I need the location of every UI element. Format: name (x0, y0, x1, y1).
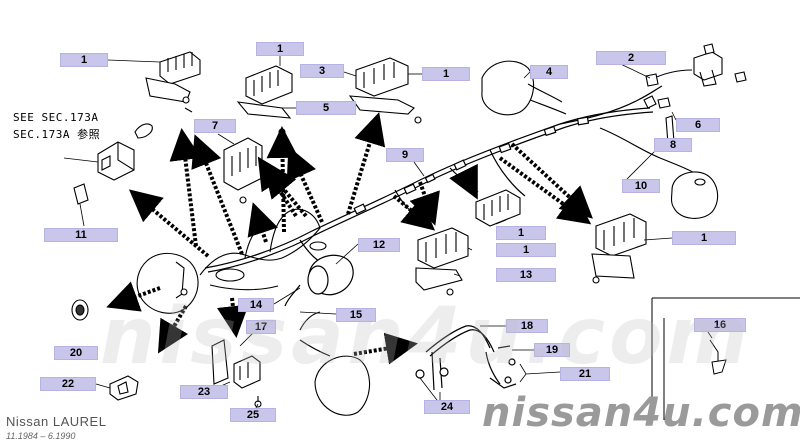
clip-1a-shape (145, 51, 201, 113)
grommet-20-shape (71, 299, 89, 321)
callout-3: 3 (300, 64, 344, 78)
bracket-17-23-25 (211, 339, 262, 408)
callout-7: 7 (194, 119, 236, 133)
callout-10: 10 (622, 179, 660, 193)
clip-1b-bracket-5 (236, 65, 293, 136)
left-dust-shield (136, 252, 199, 314)
brake-hose-18-24 (415, 325, 517, 391)
see-section-reference-jp: SEC.173A 参照 (13, 128, 101, 141)
production-dates: 11.1984 – 6.1990 (6, 431, 76, 441)
callout-17: 17 (246, 320, 276, 334)
callout-1-clip-3: 1 (422, 67, 470, 81)
callout-1-clip-mid-a: 1 (496, 226, 546, 240)
assembly-arrows (106, 112, 593, 365)
callout-6: 6 (676, 118, 720, 132)
callout-24: 24 (424, 400, 470, 414)
clips-mid-bracket-13 (415, 189, 521, 296)
callout-23: 23 (180, 385, 228, 399)
callout-2: 2 (596, 51, 666, 65)
callout-11: 11 (44, 228, 118, 242)
rear-disc-shape (299, 311, 371, 416)
callout-16: 16 (694, 318, 746, 332)
sensor-connector-2-6-8 (643, 43, 747, 145)
callout-9: 9 (386, 148, 424, 162)
callout-1-clip-right: 1 (672, 231, 736, 245)
clip-22-shape (109, 375, 139, 401)
callout-5: 5 (296, 101, 356, 115)
callout-21: 21 (560, 367, 610, 381)
callout-1-bracket-top-left: 1 (60, 53, 108, 67)
clip-3-shape (348, 57, 422, 124)
right-rear-shield (670, 171, 719, 219)
callout-15: 15 (336, 308, 376, 322)
callout-14: 14 (238, 298, 274, 312)
callout-18: 18 (506, 319, 548, 333)
callout-4: 4 (530, 65, 568, 79)
callout-1-clip-top: 1 (256, 42, 304, 56)
callout-25: 25 (230, 408, 276, 422)
clip-7-shape (223, 137, 263, 204)
frame-16-bracket (651, 297, 800, 420)
model-name: Nissan LAUREL (6, 414, 107, 429)
connector-11-shape (73, 123, 153, 205)
see-section-reference: SEE SEC.173A (13, 111, 99, 124)
callout-19: 19 (534, 343, 570, 357)
callout-13: 13 (496, 268, 556, 282)
callout-8: 8 (654, 138, 692, 152)
shield-4-shape (481, 60, 563, 116)
callout-20: 20 (54, 346, 98, 360)
clip-1-right-shape (591, 213, 647, 284)
callout-12: 12 (358, 238, 400, 252)
callout-22: 22 (40, 377, 96, 391)
callout-1-clip-mid-b: 1 (496, 243, 556, 257)
sensor-12-shape (284, 254, 354, 307)
